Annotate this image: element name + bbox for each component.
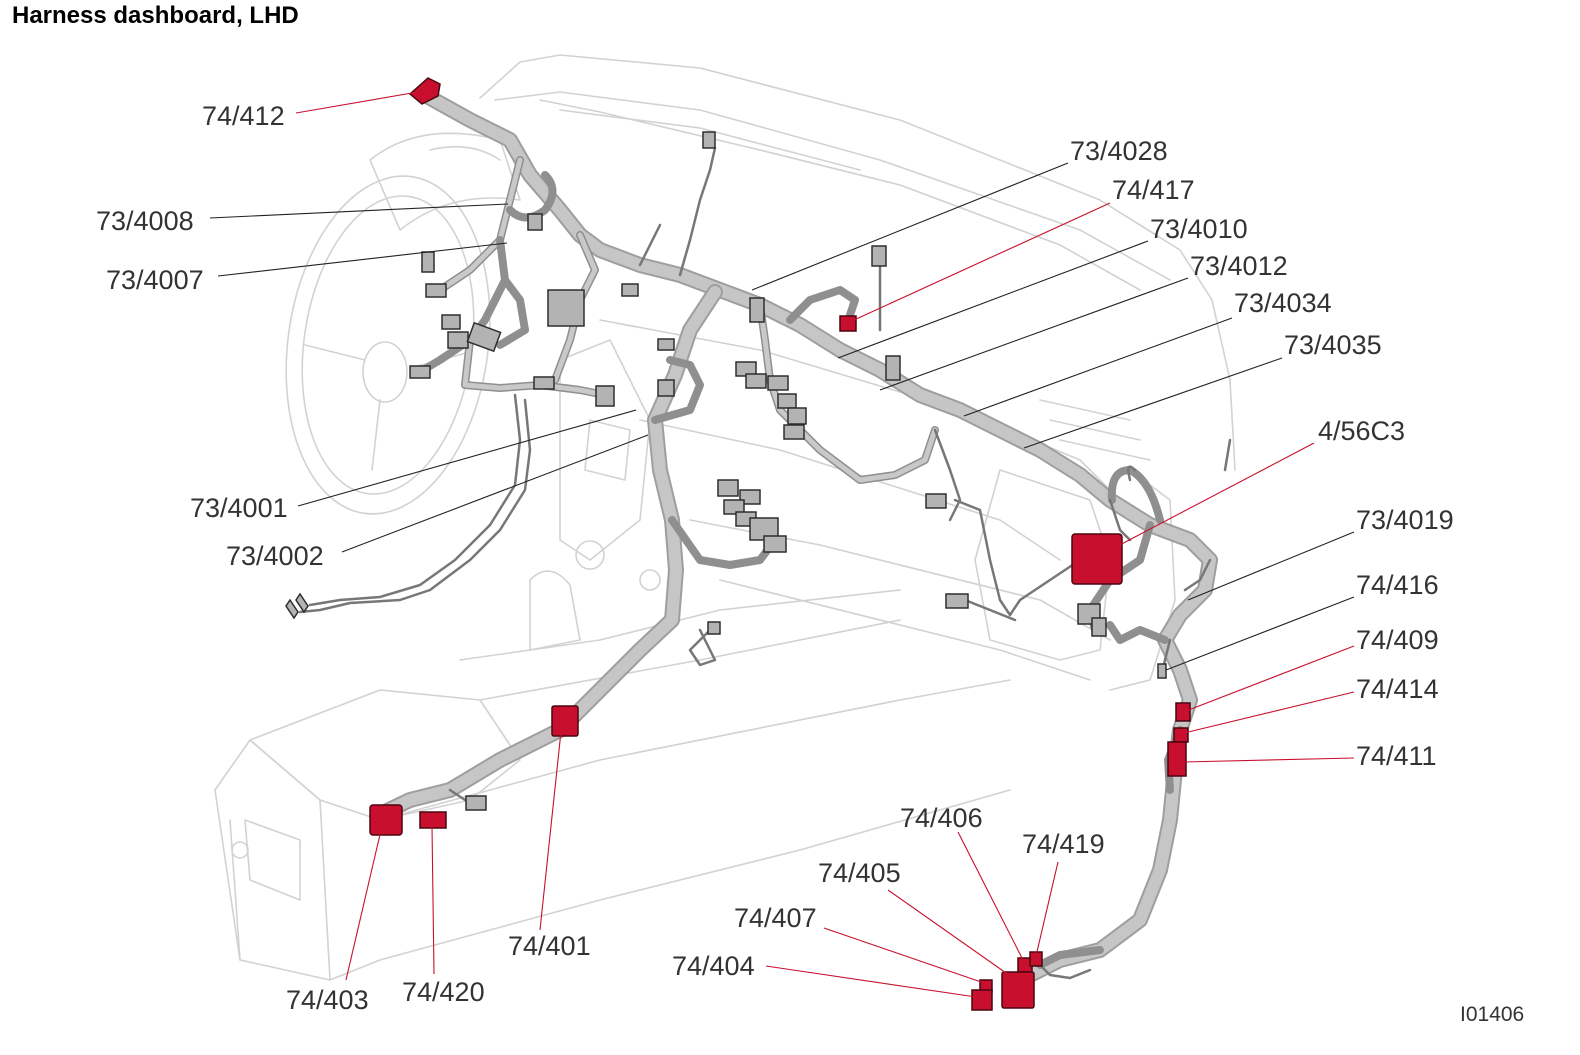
- label-73-4002: 73/4002: [226, 541, 324, 571]
- connector-4-56C3: [1071, 533, 1123, 585]
- callout-labels: 74/412 73/4008 73/4007 73/4028 74/417 73…: [96, 101, 1524, 1026]
- label-73-4012: 73/4012: [1190, 251, 1288, 281]
- label-73-4001: 73/4001: [190, 493, 288, 523]
- thin-wires: [298, 146, 1232, 980]
- label-74-405: 74/405: [818, 858, 901, 888]
- label-4-56C3: 4/56C3: [1318, 416, 1405, 446]
- label-74-417: 74/417: [1112, 175, 1195, 205]
- connector-74-409: [1175, 702, 1191, 722]
- image-reference: I01406: [1460, 1003, 1524, 1026]
- label-74-411: 74/411: [1356, 741, 1437, 771]
- label-73-4028: 73/4028: [1070, 136, 1168, 166]
- leader-lines: [209, 91, 1355, 998]
- label-73-4034: 73/4034: [1234, 288, 1332, 318]
- label-73-4007: 73/4007: [106, 265, 204, 295]
- label-74-414: 74/414: [1356, 674, 1439, 704]
- connector-74-404: [971, 989, 993, 1011]
- connector-74-420: [419, 811, 447, 829]
- connector-74-412: [408, 77, 441, 105]
- car-outline: [214, 54, 1236, 981]
- label-73-4010: 73/4010: [1150, 214, 1248, 244]
- connector-74-419: [1029, 951, 1043, 967]
- label-74-420: 74/420: [402, 977, 485, 1007]
- label-74-412: 74/412: [202, 101, 285, 131]
- connector-74-405: [1001, 971, 1035, 1009]
- label-73-4035: 73/4035: [1284, 330, 1382, 360]
- label-74-401: 74/401: [508, 931, 591, 961]
- label-74-416: 74/416: [1356, 570, 1439, 600]
- label-73-4008: 73/4008: [96, 206, 194, 236]
- label-74-404: 74/404: [672, 951, 755, 981]
- label-74-406: 74/406: [900, 803, 983, 833]
- grey-connectors: [285, 131, 1167, 811]
- harness-trunk: [377, 87, 1218, 993]
- connector-74-403: [369, 804, 403, 836]
- connector-74-411: [1167, 741, 1187, 777]
- label-74-407: 74/407: [734, 903, 817, 933]
- label-74-419: 74/419: [1022, 829, 1105, 859]
- page-title: Harness dashboard, LHD: [12, 2, 299, 29]
- highlighted-connectors: [369, 77, 1191, 1011]
- label-73-4019: 73/4019: [1356, 505, 1454, 535]
- label-74-409: 74/409: [1356, 625, 1439, 655]
- connector-74-414: [1173, 727, 1189, 743]
- connector-74-417: [839, 315, 857, 332]
- label-74-403: 74/403: [286, 985, 369, 1015]
- connector-74-401: [551, 705, 579, 737]
